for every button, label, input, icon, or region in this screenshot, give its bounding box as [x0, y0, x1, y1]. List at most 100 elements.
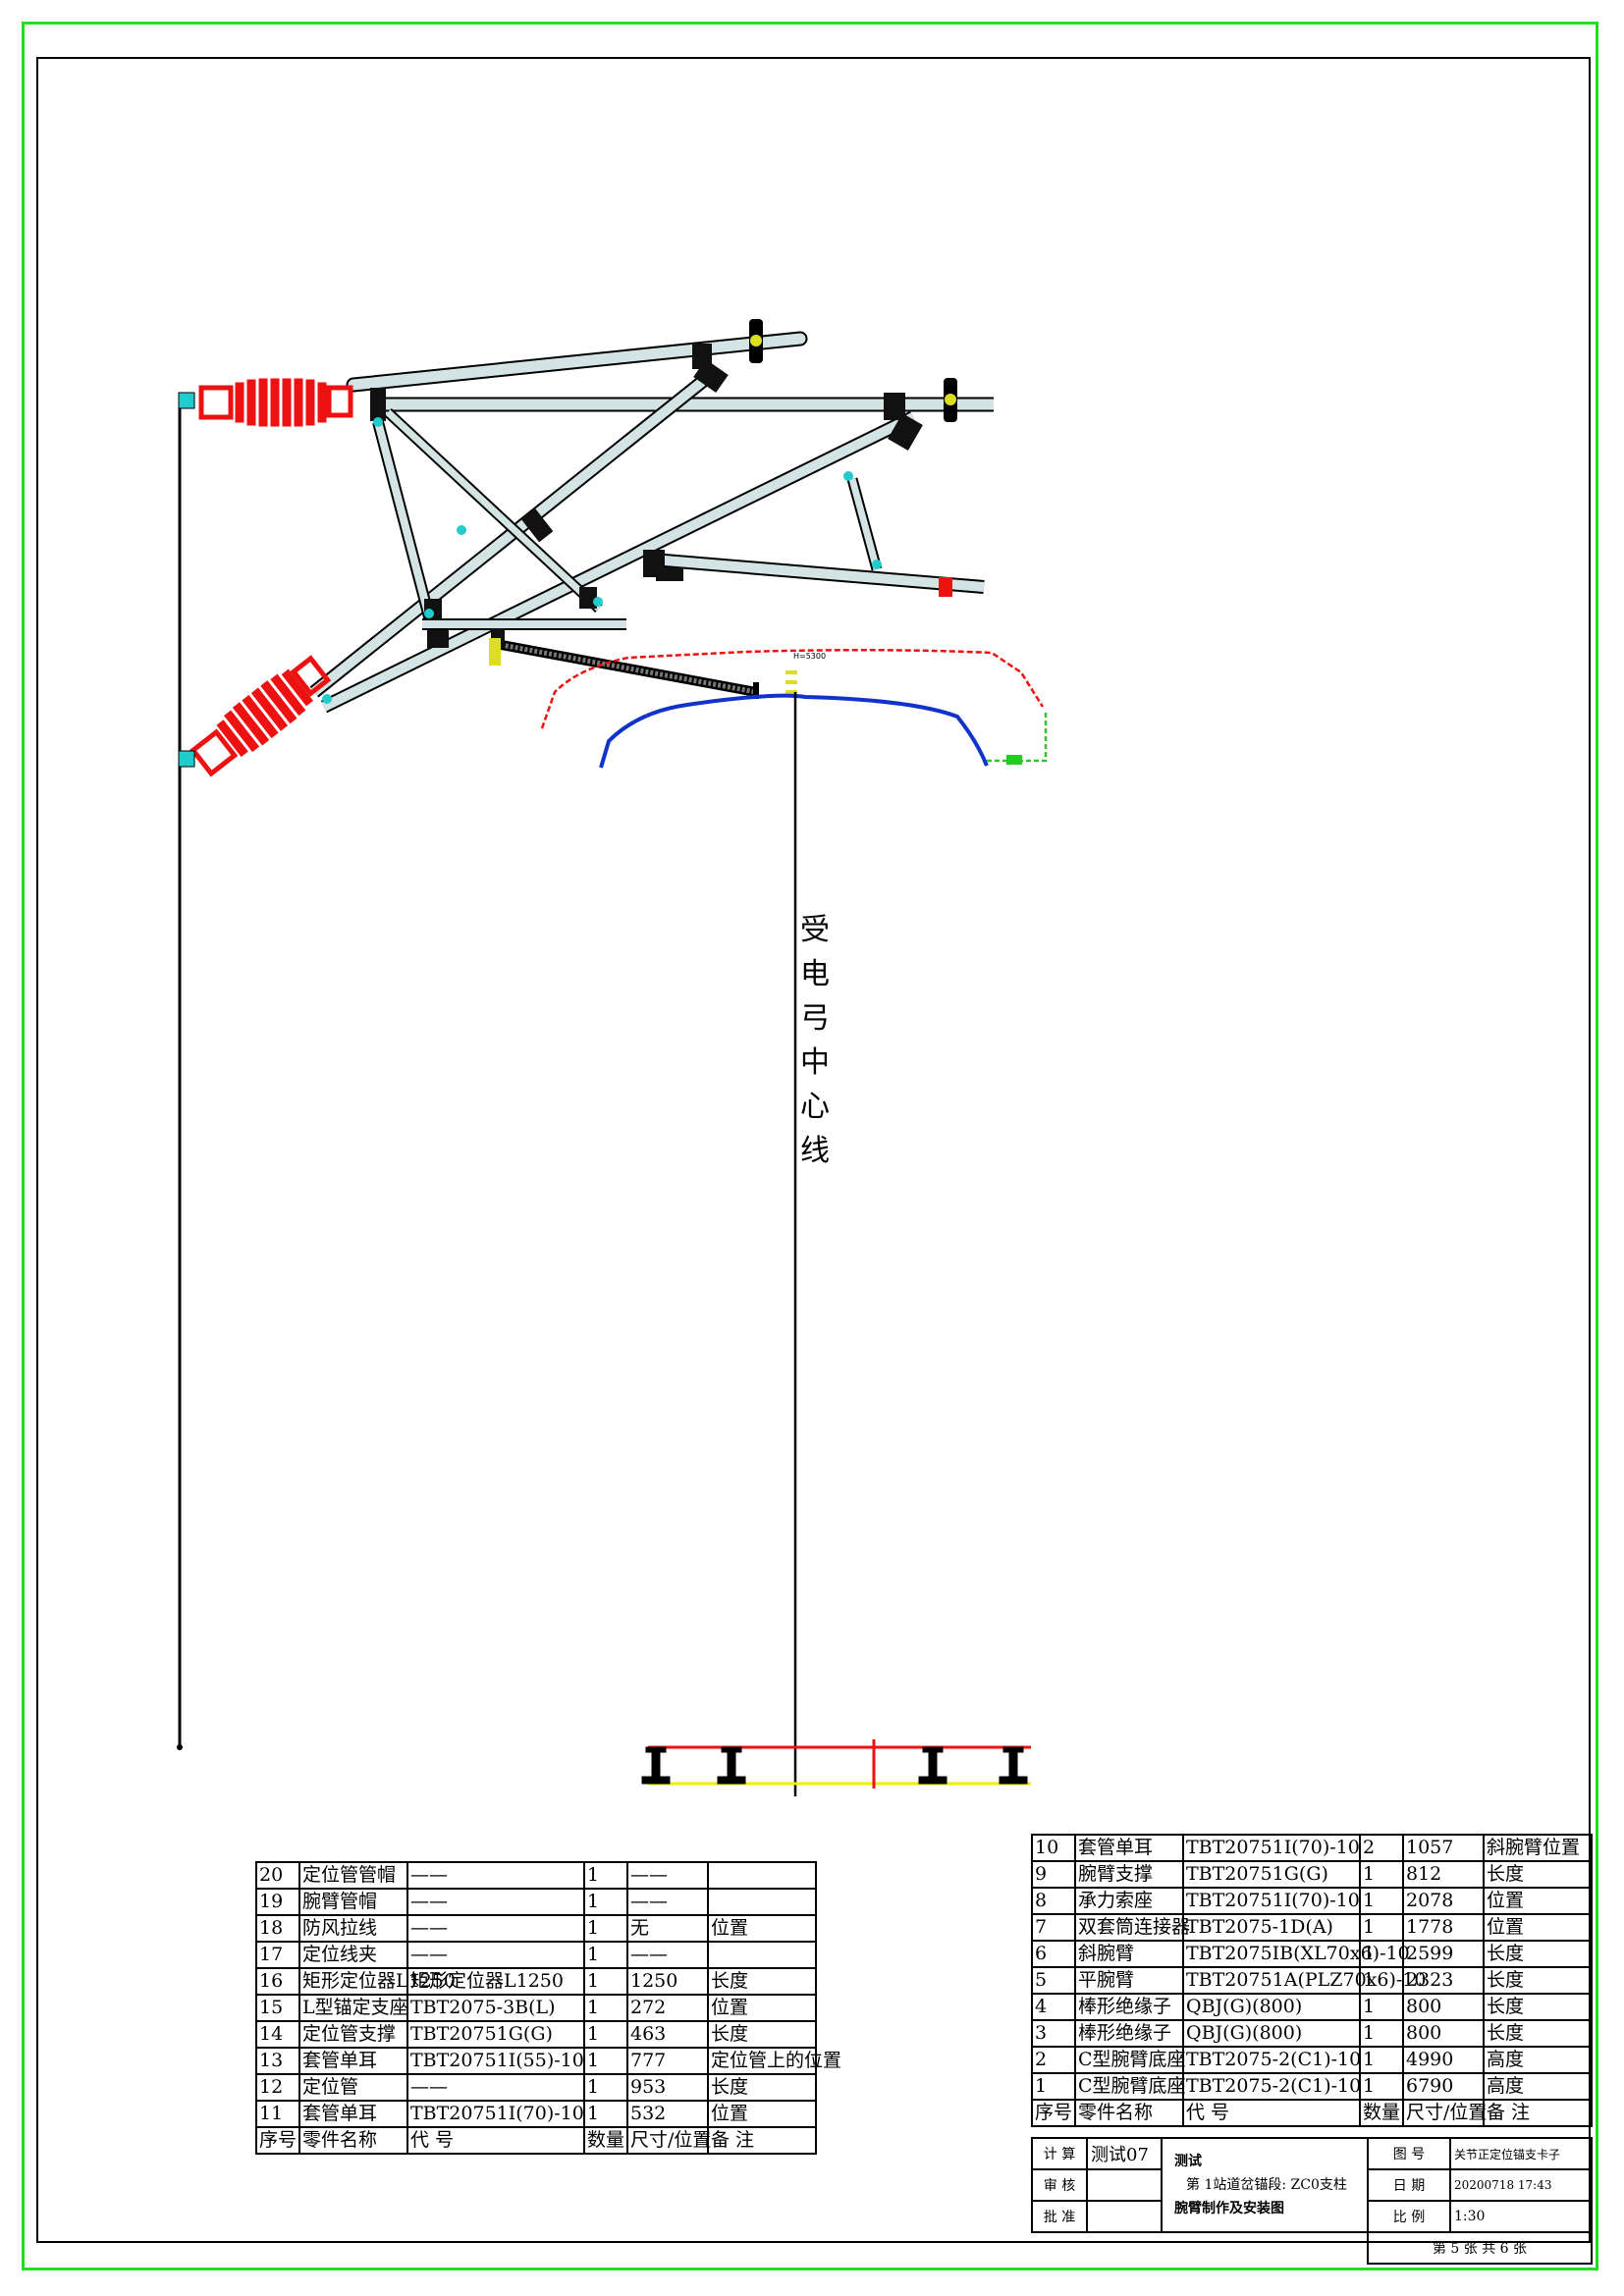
- cell-no: 13: [255, 2047, 300, 2075]
- cell-code: TBT2075-2(C1)-10: [1182, 2072, 1361, 2101]
- cell-name: 定位线夹: [298, 1941, 408, 1969]
- cell-name: 腕臂管帽: [298, 1888, 408, 1916]
- cell-size: 4990: [1402, 2046, 1485, 2074]
- cell-size: 2078: [1402, 1887, 1485, 1915]
- cell-code: TBT2075IB(XL70x6)-10: [1182, 1940, 1410, 1968]
- cell-note: 长度: [707, 2020, 817, 2049]
- cell-no: 5: [1031, 1966, 1076, 1995]
- cell-qty: 1: [583, 1888, 628, 1916]
- centerline-label-char: 中: [800, 1045, 830, 1080]
- outer-frame: [22, 22, 1598, 2270]
- cell-name: 定位管支撑: [298, 2020, 408, 2049]
- arm-tubes: [309, 331, 994, 714]
- cell-qty: 1: [583, 1914, 628, 1943]
- approve-value: [1086, 2200, 1163, 2233]
- cell-name: L型锚定支座: [298, 1994, 408, 2022]
- cell-note: 长度: [1483, 1966, 1593, 1995]
- cell-size: 2323: [1402, 1966, 1485, 1995]
- cell-no: 3: [1031, 2019, 1076, 2048]
- cell-note: 位置: [707, 1914, 817, 1943]
- sheet-number: 第 5 张 共 6 张: [1367, 2231, 1593, 2265]
- cell-no: 12: [255, 2073, 300, 2102]
- cell-qty: 1: [583, 2073, 628, 2102]
- cell-no: 15: [255, 1994, 300, 2022]
- cell-code: TBT20751I(70)-10: [1182, 1887, 1361, 1915]
- insulator-lower: [189, 655, 332, 777]
- cell-name: 矩形定位器L1250: [298, 1967, 456, 1996]
- cell-size: ——: [626, 1888, 709, 1916]
- cell-size: 6790: [1402, 2072, 1485, 2101]
- header-note: 备 注: [1483, 2099, 1593, 2127]
- cell-no: 8: [1031, 1887, 1076, 1915]
- cell-code: ——: [406, 1888, 585, 1916]
- cell-note: 位置: [1483, 1913, 1593, 1942]
- pantograph-envelope-red: [540, 648, 1045, 729]
- cell-size: 532: [626, 2100, 709, 2128]
- cell-name: 腕臂支撑: [1074, 1860, 1184, 1889]
- cell-qty: 1: [1359, 1940, 1404, 1968]
- drawing-no-label: 图 号: [1367, 2137, 1451, 2170]
- cell-code: TBT2075-3B(L): [406, 1994, 585, 2022]
- header-no: 序号: [1031, 2099, 1076, 2127]
- insulator-upper: [198, 378, 353, 427]
- cell-size: 953: [626, 2073, 709, 2102]
- dropper-green-marker: [1006, 755, 1022, 765]
- header-code: 代 号: [406, 2126, 585, 2155]
- scale-label: 比 例: [1367, 2200, 1451, 2233]
- cell-note: [707, 1888, 817, 1916]
- dropper-clamp: [489, 638, 797, 694]
- cell-note: 位置: [707, 2100, 817, 2128]
- cell-code: QBJ(G)(800): [1182, 1993, 1361, 2021]
- cell-name: C型腕臂底座: [1074, 2072, 1186, 2101]
- cell-note: [707, 1861, 817, 1890]
- title-main: 测试 第 1站道岔锚段: ZC0支柱 腕臂制作及安装图: [1161, 2137, 1369, 2233]
- cantilever-base-upper: [178, 392, 195, 409]
- cell-name: 平腕臂: [1074, 1966, 1184, 1995]
- cell-qty: 1: [1359, 1860, 1404, 1889]
- project-name: 测试: [1174, 2154, 1202, 2169]
- centerline-label-char: 电: [800, 957, 830, 991]
- rail-profiles: [641, 1746, 1028, 1785]
- centerline-label-char: 弓: [800, 1001, 830, 1036]
- header-note: 备 注: [707, 2126, 817, 2155]
- header-no: 序号: [255, 2126, 300, 2155]
- header-size: 尺寸/位置: [1402, 2099, 1487, 2127]
- cell-no: 9: [1031, 1860, 1076, 1889]
- cell-size: 1057: [1402, 1834, 1485, 1862]
- centerline-label: 受 电 弓 中 心 线: [798, 908, 832, 1173]
- cell-size: 1250: [626, 1967, 709, 1996]
- cell-size: 2599: [1402, 1940, 1485, 1968]
- header-name: 零件名称: [1074, 2099, 1184, 2127]
- centerline-label-char: 线: [800, 1134, 830, 1168]
- cell-qty: 1: [583, 2100, 628, 2128]
- header-qty: 数量: [583, 2126, 628, 2155]
- cell-no: 1: [1031, 2072, 1076, 2101]
- cell-name: 定位管: [298, 2073, 408, 2102]
- cell-note: 长度: [707, 2073, 817, 2102]
- table-header-row: 序号零件名称代 号数量尺寸/位置备 注: [255, 2126, 817, 2155]
- cell-qty: 1: [583, 2020, 628, 2049]
- cell-qty: 1: [583, 1994, 628, 2022]
- dropper-green: [987, 712, 1048, 763]
- header-size: 尺寸/位置: [626, 2126, 711, 2155]
- cell-name: 套管单耳: [1074, 1834, 1184, 1862]
- cell-qty: 2: [1359, 1834, 1404, 1862]
- cell-size: ——: [626, 1941, 709, 1969]
- cell-size: 272: [626, 1994, 709, 2022]
- cell-no: 18: [255, 1914, 300, 1943]
- cell-code: ——: [406, 1861, 585, 1890]
- cell-name: 双套筒连接器: [1074, 1913, 1190, 1942]
